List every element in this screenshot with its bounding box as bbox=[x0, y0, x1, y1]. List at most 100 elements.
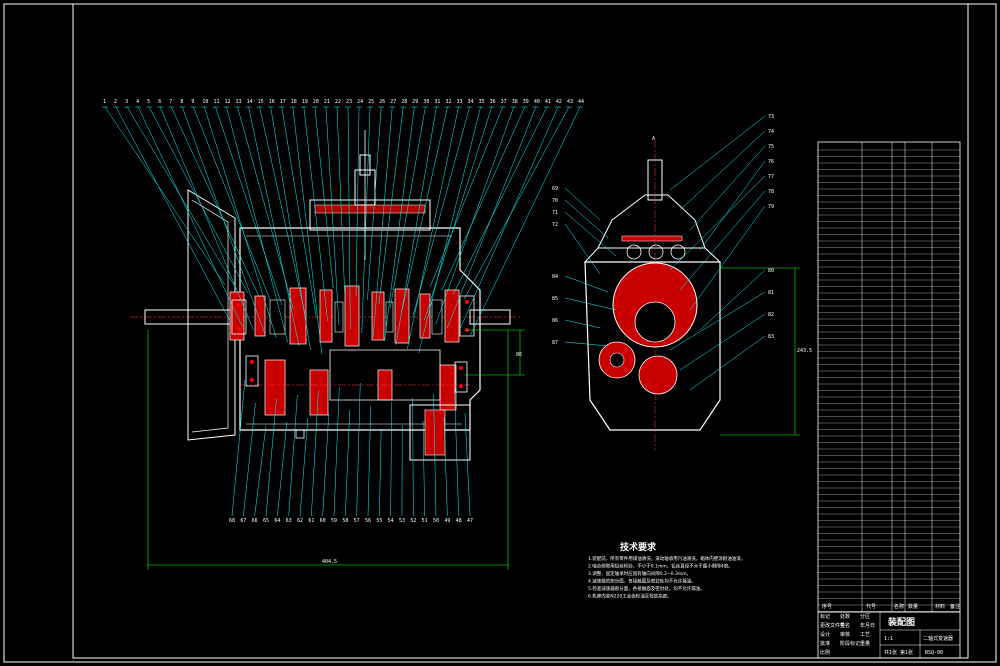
balloon-bottom: 50 bbox=[433, 518, 439, 524]
balloon-top: 31 bbox=[434, 99, 440, 105]
balloon-bottom: 64 bbox=[274, 518, 280, 524]
balloon-bottom: 58 bbox=[342, 518, 348, 524]
balloon-side-right: 81 bbox=[768, 290, 774, 296]
balloon-top: 9 bbox=[191, 99, 194, 105]
balloon-bottom: 47 bbox=[467, 518, 473, 524]
balloon-bottom: 67 bbox=[240, 518, 246, 524]
technical-requirements: 技术要求 1.装配前，所有零件用煤油清洗，滚动轴承用汽油清洗，箱体内壁涂耐油油漆… bbox=[588, 541, 745, 600]
balloon-side-left: 72 bbox=[552, 222, 558, 228]
balloon-top: 19 bbox=[302, 99, 308, 105]
side-section-view: 243.5 bbox=[583, 140, 812, 450]
title-label: 重量 bbox=[860, 640, 870, 647]
balloon-top: 44 bbox=[578, 99, 584, 105]
balloon-bottom: 66 bbox=[252, 518, 258, 524]
parts-header-cell: 名称 bbox=[894, 603, 904, 610]
balloon-top: 3 bbox=[125, 99, 128, 105]
section-mark: A bbox=[652, 136, 655, 142]
balloon-side-left: 85 bbox=[552, 296, 558, 302]
balloon-bottom: 54 bbox=[388, 518, 394, 524]
balloon-top: 22 bbox=[335, 99, 341, 105]
balloon-bottom: 53 bbox=[399, 518, 405, 524]
parts-header-cell: 备注 bbox=[950, 603, 960, 610]
balloon-top: 41 bbox=[545, 99, 551, 105]
balloon-top: 18 bbox=[291, 99, 297, 105]
balloon-side-right: 83 bbox=[768, 334, 774, 340]
side-height-dim: 243.5 bbox=[797, 348, 812, 354]
product-name: 二轴式变速器 bbox=[923, 635, 953, 642]
balloon-top: 15 bbox=[258, 99, 264, 105]
parts-header-cell: 序号 bbox=[822, 603, 832, 610]
title-label: 处数 bbox=[840, 613, 850, 620]
balloon-bottom: 60 bbox=[320, 518, 326, 524]
parts-list-table: 序号 代号 名称数量 材料备注 bbox=[817, 141, 961, 613]
balloon-side-right: 75 bbox=[768, 144, 774, 150]
balloon-top: 26 bbox=[379, 99, 385, 105]
balloon-side-right: 74 bbox=[768, 129, 774, 135]
balloon-top: 23 bbox=[346, 99, 352, 105]
drawing-title: 装配图 bbox=[887, 616, 915, 628]
title-label: 分区 bbox=[860, 613, 870, 620]
balloon-top: 42 bbox=[556, 99, 562, 105]
note-line: 6.机座内装N220工业齿轮油至规定高度。 bbox=[588, 593, 672, 600]
balloon-bottom: 63 bbox=[286, 518, 292, 524]
scale-value: 1:1 bbox=[884, 636, 893, 642]
parts-header-cell: 数量 bbox=[908, 603, 918, 610]
balloon-top: 35 bbox=[479, 99, 485, 105]
balloon-top: 16 bbox=[269, 99, 275, 105]
balloon-side-right: 80 bbox=[768, 268, 774, 274]
balloon-side-left: 70 bbox=[552, 198, 558, 204]
balloon-bottom: 57 bbox=[354, 518, 360, 524]
balloon-side-right: 73 bbox=[768, 114, 774, 120]
title-label: 比例 bbox=[820, 649, 830, 656]
note-line: 3.调整、固定轴承时应留有轴向间隙0.2~0.3mm。 bbox=[588, 570, 691, 577]
balloon-bottom: 65 bbox=[263, 518, 269, 524]
parts-header-cell: 材料 bbox=[935, 603, 945, 610]
balloon-bottom: 51 bbox=[422, 518, 428, 524]
overall-length-dim: 404.5 bbox=[322, 559, 337, 565]
title-block: 装配图 二轴式变速器 BSQ-00 1:1 共1张 第1张 标记处数分区更改文件… bbox=[817, 611, 961, 659]
balloon-top: 10 bbox=[202, 99, 208, 105]
balloon-top: 4 bbox=[136, 99, 139, 105]
balloon-top: 14 bbox=[247, 99, 253, 105]
balloon-top: 40 bbox=[534, 99, 540, 105]
balloon-top: 36 bbox=[490, 99, 496, 105]
balloon-top: 37 bbox=[501, 99, 507, 105]
balloon-side-left: 84 bbox=[552, 274, 558, 280]
balloon-side-left: 87 bbox=[552, 340, 558, 346]
balloon-top: 28 bbox=[401, 99, 407, 105]
title-label: 签名 bbox=[840, 622, 850, 629]
balloon-bottom: 68 bbox=[229, 518, 235, 524]
balloon-top: 1 bbox=[103, 99, 106, 105]
notes-title: 技术要求 bbox=[620, 541, 657, 553]
balloon-top: 30 bbox=[423, 99, 429, 105]
note-line: 5.检查减速器剖分面，各接触面及密封处，均不允许漏油。 bbox=[588, 585, 705, 592]
balloon-top: 24 bbox=[357, 99, 363, 105]
balloon-top: 21 bbox=[324, 99, 330, 105]
balloon-side-left: 71 bbox=[552, 210, 558, 216]
title-label: 年月日 bbox=[860, 622, 875, 629]
balloon-bottom: 59 bbox=[331, 518, 337, 524]
note-line: 4.减速器的剖分面、各接触面及密封处均不允许漏油。 bbox=[588, 578, 696, 585]
balloon-top: 11 bbox=[213, 99, 219, 105]
title-label: 设计 bbox=[820, 631, 830, 638]
inner-border bbox=[72, 3, 969, 659]
balloon-top: 29 bbox=[412, 99, 418, 105]
title-label: 标记 bbox=[820, 613, 830, 620]
balloon-top: 25 bbox=[368, 99, 374, 105]
balloon-bottom: 49 bbox=[444, 518, 450, 524]
center-distance-dim: 86 bbox=[516, 352, 522, 358]
balloon-side-right: 78 bbox=[768, 189, 774, 195]
balloon-bottom: 56 bbox=[365, 518, 371, 524]
balloon-bottom: 62 bbox=[297, 518, 303, 524]
main-section-view: 404.5 86 bbox=[130, 130, 525, 570]
balloon-top: 17 bbox=[280, 99, 286, 105]
parts-header-cell: 代号 bbox=[866, 603, 876, 610]
balloon-side-left: 86 bbox=[552, 318, 558, 324]
balloon-bottom: 52 bbox=[410, 518, 416, 524]
balloon-top: 33 bbox=[456, 99, 462, 105]
balloon-side-left: 69 bbox=[552, 186, 558, 192]
